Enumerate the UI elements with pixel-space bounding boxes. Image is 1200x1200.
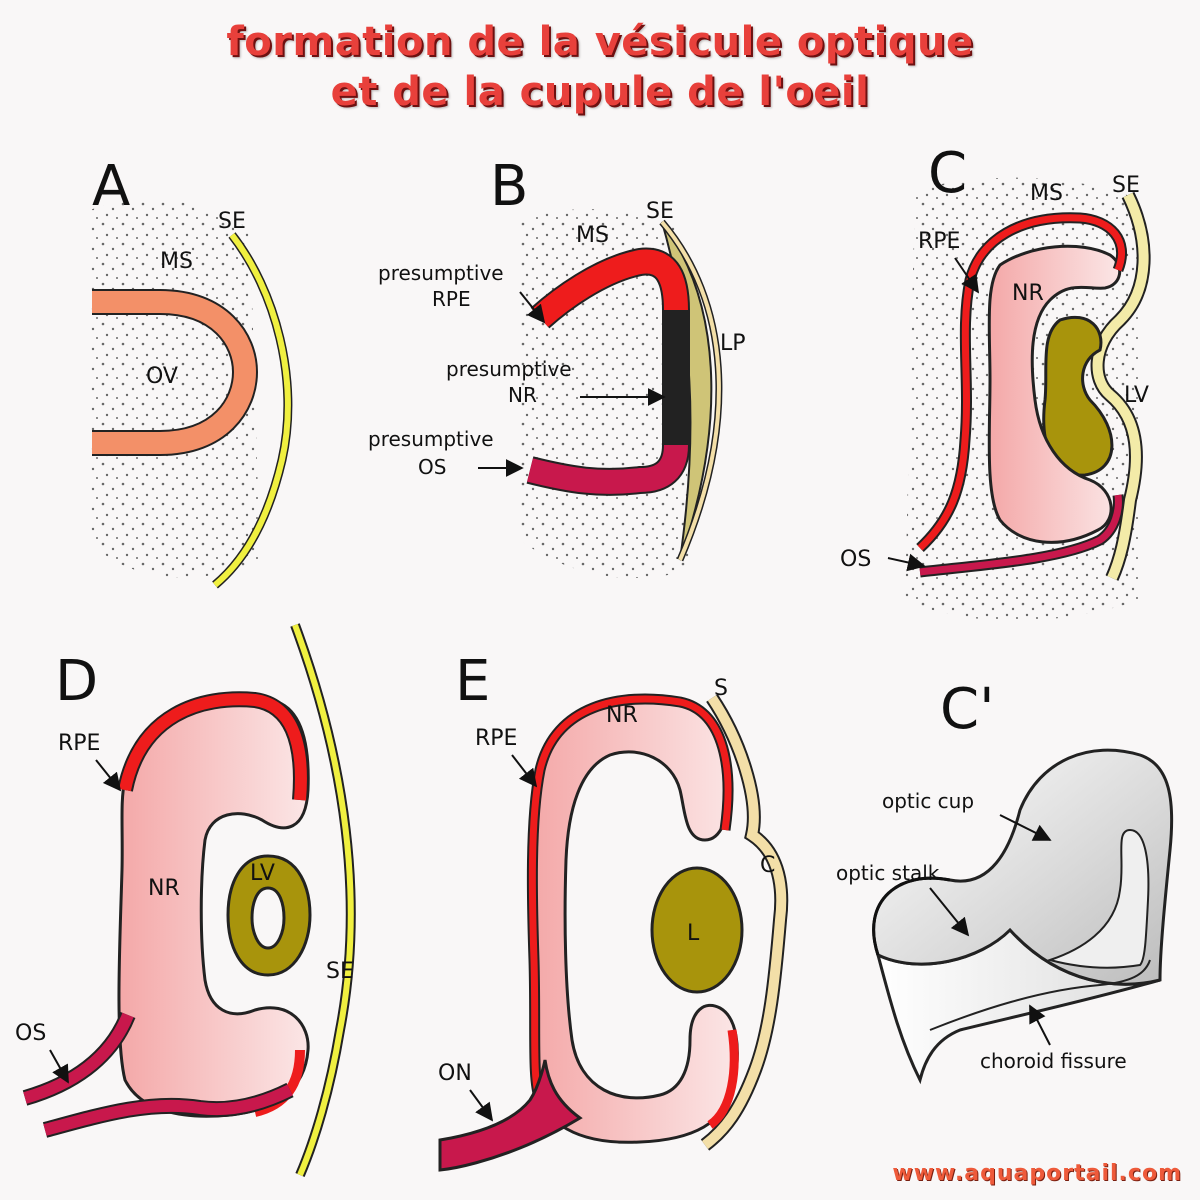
label-optic-cup: optic cup (882, 789, 974, 813)
label-c-e: C (760, 853, 775, 878)
label-os-c: OS (840, 547, 871, 572)
lens-e (650, 866, 744, 994)
label-presumptive-rpe-1: presumptive (378, 261, 504, 285)
panel-d: D RPE NR LV SE OS (15, 623, 356, 1177)
label-presumptive-rpe-2: RPE (432, 287, 471, 311)
panel-a: A SE MS OV (90, 154, 293, 589)
label-presumptive-os-1: presumptive (368, 427, 494, 451)
label-presumptive-nr-1: presumptive (446, 357, 572, 381)
panel-letter-c: C (928, 141, 967, 206)
lens-vesicle-c (1042, 315, 1114, 477)
label-rpe-e: RPE (475, 726, 517, 751)
neural-retina-d (117, 697, 310, 1118)
label-s-e: S (714, 676, 728, 701)
optic-cup-3d (872, 748, 1174, 986)
panel-letter-a: A (92, 154, 130, 219)
panel-letter-d: D (55, 649, 98, 714)
label-on-e: ON (438, 1061, 472, 1086)
label-ov-a: OV (146, 364, 178, 389)
label-se-d: SE (326, 959, 354, 984)
label-nr-c: NR (1012, 281, 1044, 306)
label-lp-b: LP (720, 331, 746, 356)
label-presumptive-os-2: OS (418, 455, 446, 479)
watermark: www.aquaportail.com (892, 1161, 1182, 1186)
label-se-b: SE (646, 199, 674, 224)
title-line-1: formation de la vésicule optique (226, 19, 974, 65)
label-rpe-d: RPE (58, 731, 100, 756)
label-l-e: L (687, 921, 700, 946)
label-se-c: SE (1112, 173, 1140, 198)
label-lv-c: LV (1124, 383, 1149, 408)
panel-letter-b: B (490, 154, 528, 219)
label-os-d: OS (15, 1021, 46, 1046)
label-se-a: SE (218, 209, 246, 234)
label-choroid-fissure: choroid fissure (980, 1049, 1127, 1073)
label-ms-a: MS (160, 249, 193, 274)
panel-c-prime: C' optic cup optic stalk choroid fissure (836, 677, 1174, 1085)
label-presumptive-nr-2: NR (508, 383, 537, 407)
neural-retina-c (987, 244, 1121, 544)
label-nr-d: NR (148, 876, 180, 901)
lens-vesicle-d (226, 854, 312, 977)
panel-letter-e: E (455, 649, 490, 714)
optic-nerve-e (438, 1059, 583, 1172)
optic-cup-rim-inner (1046, 828, 1150, 969)
panel-b: B SE MS presumptive RPE presumptive NR p… (368, 154, 746, 579)
presumptive-rpe-fill-b (531, 249, 688, 327)
choroid-fissure-line (929, 959, 1151, 1031)
rpe-lower-e (707, 1029, 739, 1129)
label-rpe-c: RPE (918, 229, 960, 254)
presumptive-os-b (527, 444, 688, 494)
panel-letter-c-prime: C' (940, 677, 995, 742)
label-lv-d: LV (250, 861, 275, 886)
panel-c: C MS SE RPE NR LV OS (840, 141, 1151, 621)
panel-e: E S NR RPE C L ON (438, 649, 789, 1172)
label-ms-c: MS (1030, 181, 1063, 206)
label-nr-e: NR (606, 703, 638, 728)
label-ms-b: MS (576, 223, 609, 248)
label-optic-stalk: optic stalk (836, 861, 940, 885)
title-line-2: et de la cupule de l'oeil (330, 69, 870, 115)
